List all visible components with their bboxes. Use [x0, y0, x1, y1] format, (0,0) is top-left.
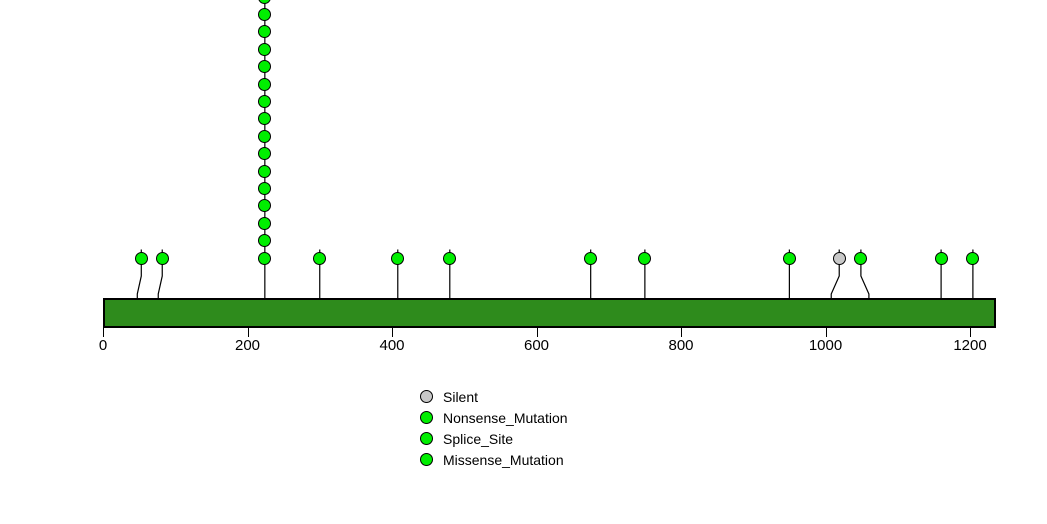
lollipop-marker[interactable] — [258, 251, 272, 265]
lollipop-marker[interactable] — [258, 7, 272, 21]
splice-site-marker-icon — [420, 432, 433, 445]
legend-item-missense-mutation[interactable]: Missense_Mutation — [420, 449, 568, 470]
protein-backbone-bar — [103, 298, 996, 328]
legend-label-missense-mutation: Missense_Mutation — [443, 451, 564, 468]
legend-label-splice-site: Splice_Site — [443, 430, 514, 447]
x-axis-tick — [392, 328, 393, 337]
missense-mutation-marker-icon — [420, 453, 433, 466]
x-axis-tick-label: 600 — [523, 337, 550, 354]
legend-item-silent[interactable]: Silent — [420, 386, 568, 407]
x-axis-tick — [247, 328, 249, 337]
x-axis-tick-label: 200 — [234, 337, 261, 354]
lollipop-marker[interactable] — [155, 251, 169, 265]
lollipop-marker[interactable] — [258, 181, 272, 195]
lollipop-marker[interactable] — [258, 0, 272, 4]
lollipop-marker[interactable] — [258, 112, 272, 126]
lollipop-marker[interactable] — [258, 234, 272, 248]
lollipop-marker[interactable] — [258, 164, 272, 178]
lollipop-marker[interactable] — [313, 251, 327, 265]
lollipop-marker[interactable] — [258, 129, 272, 143]
lollipop-marker[interactable] — [258, 60, 272, 74]
x-axis-tick — [681, 328, 682, 337]
x-axis-tick-label: 0 — [98, 337, 108, 354]
lollipop-marker[interactable] — [134, 251, 148, 265]
legend: Silent Nonsense_Mutation Splice_Site Mis… — [420, 386, 568, 470]
lollipop-marker[interactable] — [258, 77, 272, 91]
lollipop-marker[interactable] — [854, 251, 868, 265]
lollipop-marker[interactable] — [258, 147, 272, 161]
silent-marker-icon — [420, 390, 433, 403]
legend-label-nonsense-mutation: Nonsense_Mutation — [443, 409, 568, 426]
x-axis-tick-label: 1000 — [808, 337, 843, 354]
x-axis-tick — [536, 328, 538, 337]
nonsense-mutation-marker-icon — [420, 411, 433, 424]
lollipop-marker[interactable] — [832, 251, 846, 265]
lollipop-marker[interactable] — [638, 251, 652, 265]
legend-item-splice-site[interactable]: Splice_Site — [420, 428, 568, 449]
x-axis-tick-label: 400 — [379, 337, 405, 354]
lollipop-marker[interactable] — [258, 216, 272, 230]
lollipop-marker[interactable] — [258, 25, 272, 39]
lollipop-marker[interactable] — [782, 251, 796, 265]
lollipop-marker[interactable] — [443, 251, 457, 265]
lollipop-marker[interactable] — [258, 199, 272, 213]
lollipop-marker[interactable] — [966, 251, 980, 265]
x-axis-tick — [825, 328, 827, 337]
legend-item-nonsense-mutation[interactable]: Nonsense_Mutation — [420, 407, 568, 428]
x-axis-tick — [970, 328, 971, 337]
x-axis-tick-label: 800 — [668, 337, 694, 354]
x-axis-tick — [103, 328, 104, 337]
lollipop-marker[interactable] — [934, 251, 948, 265]
lollipop-marker[interactable] — [258, 94, 272, 108]
lollipop-marker[interactable] — [391, 251, 405, 265]
lollipop-marker[interactable] — [258, 42, 272, 56]
x-axis-tick-label: 1200 — [953, 337, 987, 354]
legend-label-silent: Silent — [443, 388, 479, 405]
lollipop-marker[interactable] — [584, 251, 598, 265]
